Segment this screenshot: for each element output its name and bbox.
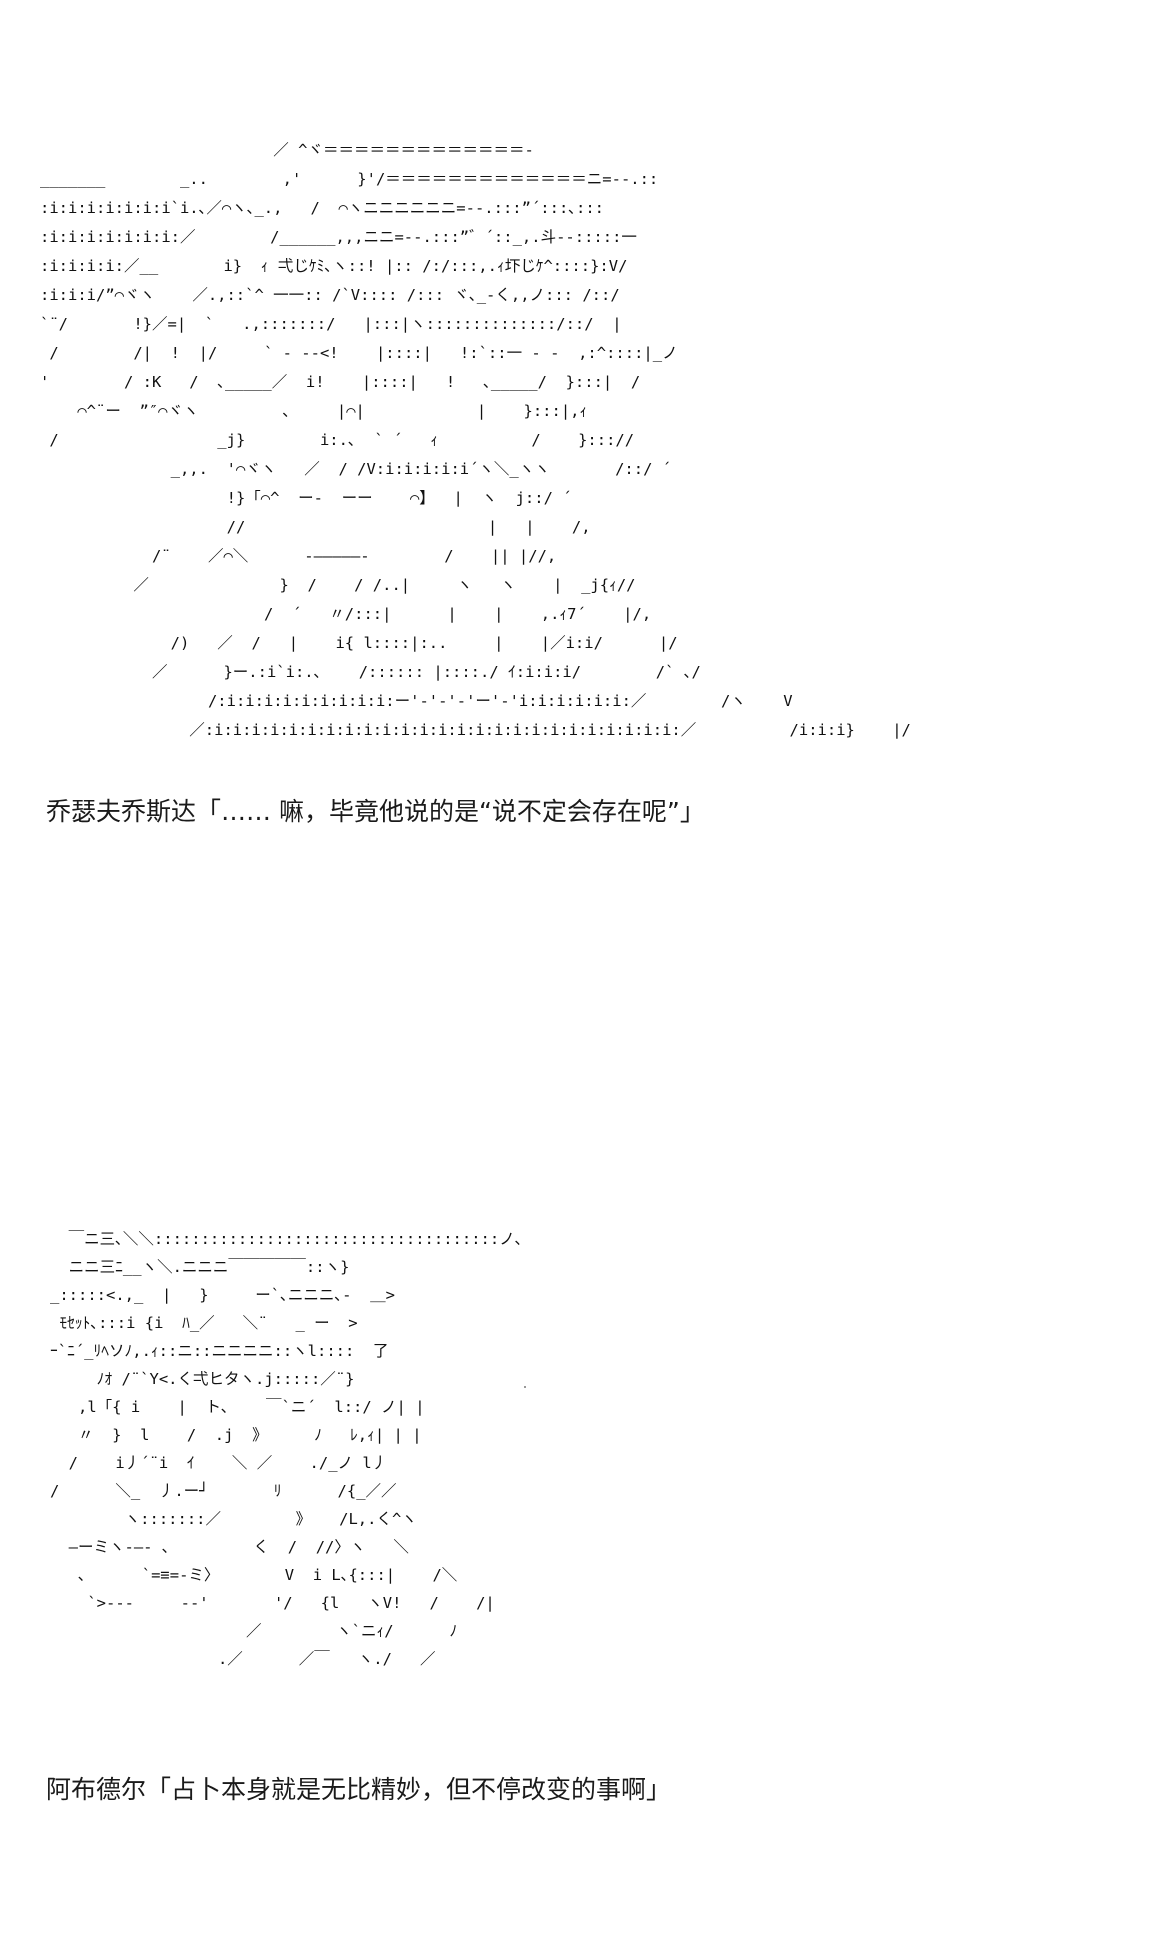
ascii-art-line: `¨/ !}／=| ` .,:::::::/ |:::|ヽ:::::::::::… [40, 315, 622, 333]
ascii-art-line: ﾓｾｯﾄ､:::i {i ﾊ_／ ＼¨ _ ー > [50, 1314, 358, 1332]
ascii-art-line: ⌒^¨ー ”″⌒ヾヽ ､ |⌒| | }:::|,ｨ [40, 402, 588, 420]
stray-dot [524, 1386, 526, 1388]
ascii-art-line: ￣ニ三､＼＼::::::::::::::::::::::::::::::::::… [50, 1230, 523, 1248]
ascii-art-line: ヽ:::::::／ 》 /L,.く^ヽ [50, 1510, 417, 1528]
ascii-art-line: ／ ヽ`ニｨ/ ﾉ [50, 1622, 458, 1640]
ascii-art-line: _______ _.. ,' }'/＝＝＝＝＝＝＝＝＝＝＝＝＝ニ=--.:: [40, 170, 659, 188]
ascii-art-line: .／ ／￣ ヽ./ ／ [50, 1650, 436, 1668]
ascii-art-line: ､ `=≡=-ミ〉 V i L､{:::| /＼ [50, 1566, 458, 1584]
ascii-art-line: ／ }ー.:i`i:.､ /:::::: |::::./ ｲ:i:i:i/ /`… [40, 663, 701, 681]
ascii-art-line: ｰ`ﾆ´_ﾘﾍソﾉ,.ｨ::ニ::ニニニニ::ヽl:::: 了 [50, 1342, 389, 1360]
ascii-art-line: !}「⌒^ ー- ーー ⌒】 | ヽ j::/ ´ [40, 489, 572, 507]
ascii-art-line: :i:i:i:i:／__ i} ｨ 弌じｹﾐ､ヽ::! |:: /:/:::,.… [40, 257, 628, 275]
ascii-art-line: ニニ三ﾆ__ヽ＼.ニニニ￣￣￣￣￣::ヽ} [50, 1258, 350, 1276]
ascii-art-line: // | | /, [40, 518, 591, 536]
ascii-art-line: ﾉｵ /¨`Y<.く弌ヒタヽ.j:::::／¨} [50, 1370, 355, 1388]
ascii-art-joseph: ／ ^ヾ＝＝＝＝＝＝＝＝＝＝＝＝＝- _______ _.. ,' }'/＝＝＝… [40, 136, 911, 745]
ascii-art-line: ―ーミヽ-―- ､ く / //〉ヽ ＼ [50, 1538, 409, 1556]
ascii-art-line: / i丿´¨i ｲ ＼ ／ ./_ノ l丿 [50, 1454, 388, 1472]
ascii-art-line: /:i:i:i:i:i:i:i:i:i:ー'-'-'-'ー'-'i:i:i:i:… [40, 692, 793, 710]
ascii-art-line: ／:i:i:i:i:i:i:i:i:i:i:i:i:i:i:i:i:i:i:i:… [40, 721, 911, 739]
dialogue-caption-joseph: 乔瑟夫乔斯达「…… 嘛，毕竟他说的是“说不定会存在呢”」 [46, 797, 705, 826]
ascii-art-line: /¨ ／⌒＼ -―――――- / || |//, [40, 547, 557, 565]
ascii-art-line: :i:i:i/”⌒ヾヽ ／.,::`^ 一一:: /`V:::: /::: ヾ､… [40, 286, 620, 304]
ascii-art-line: 〃 } l / .j 》 ﾉ ﾚ,ｨ| | | [50, 1426, 422, 1444]
ascii-art-line: :i:i:i:i:i:i:i`i.､／⌒ヽ､_., / ⌒ヽニニニニニニ=--.… [40, 199, 605, 217]
ascii-art-line: ' / :K / ､_____／ i! |::::| ! ､_____/ }::… [40, 373, 641, 391]
ascii-art-line: `>--- --' '/ {l ヽV! / /| [50, 1594, 495, 1612]
ascii-art-line: _,,. '⌒ヾヽ ／ / /V:i:i:i:i:i´ヽ＼_ヽヽ /::/ ´ [40, 460, 672, 478]
ascii-art-line: / /| ! |/ ` - --<! |::::| !:`::一 - - ,:^… [40, 344, 678, 362]
ascii-art-line: / ＼_ 丿.ー┘ ﾘ /{_／／ [50, 1482, 397, 1500]
ascii-art-line: /) ／ / | i{ l::::|:.. | |／i:i/ |/ [40, 634, 678, 652]
ascii-art-line: ／ ^ヾ＝＝＝＝＝＝＝＝＝＝＝＝＝- [40, 141, 534, 159]
ascii-art-line: ／ } / / /..| ヽ ヽ | _j{ｨ// [40, 576, 636, 594]
ascii-art-line: :i:i:i:i:i:i:i:／ /______,,,ニニ=--.:::”゛´:… [40, 228, 637, 246]
ascii-art-line: / _j} i:.､ ` ´ ｨ / }:::// [40, 431, 635, 449]
ascii-art-line: _:::::<.,_ | } ー`､ニニニ､- ＿> [50, 1286, 395, 1304]
ascii-art-line: / ´ 〃/:::| | | ,.ｨ7´ |/, [40, 605, 652, 623]
ascii-art-line: ,l「{ i | ト､ ￣`ニ´ l::/ ノ| | [50, 1398, 425, 1416]
ascii-art-avdol: ￣ニ三､＼＼::::::::::::::::::::::::::::::::::… [50, 1225, 522, 1673]
dialogue-caption-avdol: 阿布德尔「占卜本身就是无比精妙，但不停改变的事啊」 [46, 1775, 672, 1804]
